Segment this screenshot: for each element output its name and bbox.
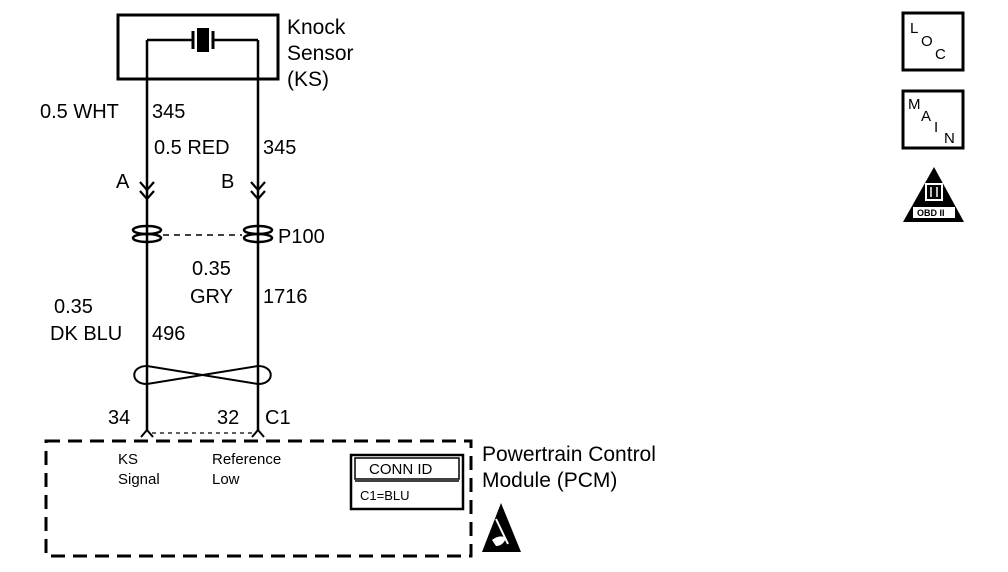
sensor-name-line3: (KS) xyxy=(287,68,329,91)
ks-signal-size: 0.35 xyxy=(54,296,93,318)
pin-terminal-ref xyxy=(251,428,265,438)
sensor-symbol-icon xyxy=(147,28,258,52)
pcm-ks-label-1: KS xyxy=(118,451,138,468)
ref-low-circuit: 1716 xyxy=(263,286,308,308)
svg-text:C: C xyxy=(935,46,946,63)
sensor-name-line1: Knock xyxy=(287,16,346,39)
pcm-ref-label-2: Low xyxy=(212,471,240,488)
wire-a-circuit: 345 xyxy=(152,101,185,123)
knock-sensor-box xyxy=(116,13,280,81)
conn-id-box xyxy=(349,453,465,511)
pin-terminal-ks xyxy=(140,428,154,438)
sensor-name-line2: Sensor xyxy=(287,42,354,65)
pcm-box xyxy=(44,439,473,558)
ref-low-size: 0.35 xyxy=(192,258,231,280)
wire-a-size: 0.5 WHT xyxy=(40,101,119,123)
pin-b-label: B xyxy=(221,171,234,193)
ks-signal-color: DK BLU xyxy=(50,323,122,345)
chevron-b-icon xyxy=(250,181,266,201)
twisted-pair-icon xyxy=(133,365,272,385)
conn-id-header: CONN ID xyxy=(369,461,433,478)
inline-connector-id: P100 xyxy=(278,226,325,248)
pcm-connector-id: C1 xyxy=(265,407,291,429)
esd-warning-icon xyxy=(482,503,521,552)
main-icon: M A I N xyxy=(901,89,965,150)
wire-b-circuit: 345 xyxy=(263,137,296,159)
ref-low-color: GRY xyxy=(190,286,233,308)
svg-text:N: N xyxy=(944,130,955,147)
chevron-a-icon xyxy=(139,181,155,201)
inline-connector-b xyxy=(242,224,274,244)
svg-text:O: O xyxy=(921,33,933,50)
pin-a-label: A xyxy=(116,171,130,193)
wire-b-size: 0.5 RED xyxy=(154,137,230,159)
obd-ii-icon: OBD II xyxy=(903,167,964,222)
svg-text:L: L xyxy=(910,20,918,37)
pcm-pin-ks: 34 xyxy=(108,407,130,429)
pcm-pin-ref: 32 xyxy=(217,407,239,429)
conn-id-value: C1=BLU xyxy=(360,488,410,503)
pcm-ks-label-2: Signal xyxy=(118,471,160,488)
loc-icon: L O C xyxy=(901,11,965,72)
pcm-title-line1: Powertrain Control xyxy=(482,443,656,466)
svg-text:A: A xyxy=(921,108,931,125)
svg-text:I: I xyxy=(934,119,938,136)
svg-text:M: M xyxy=(908,96,921,113)
svg-text:OBD II: OBD II xyxy=(917,208,945,218)
pcm-title-line2: Module (PCM) xyxy=(482,469,617,492)
pcm-ref-label-1: Reference xyxy=(212,451,281,468)
inline-connector-a xyxy=(131,224,163,244)
ks-signal-circuit: 496 xyxy=(152,323,185,345)
